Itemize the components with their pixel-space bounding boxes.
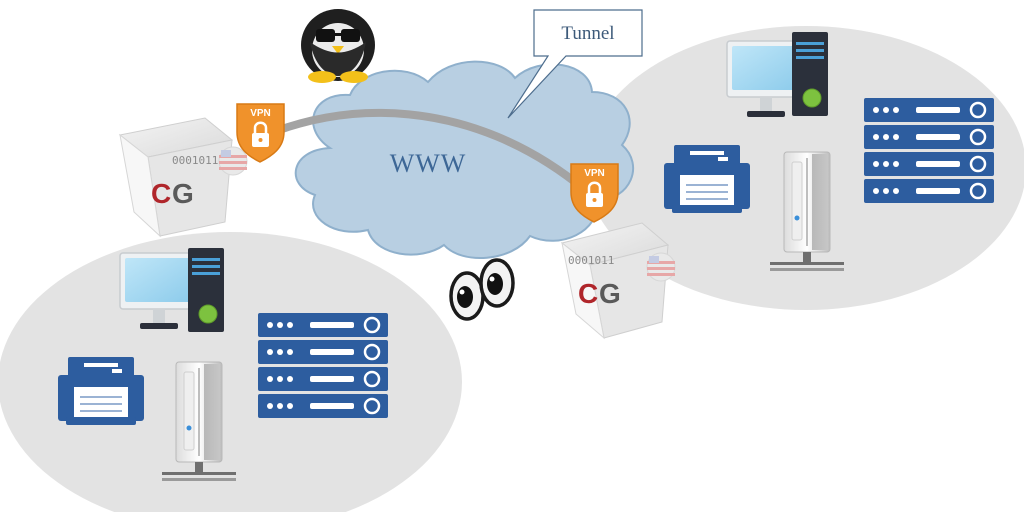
printer-icon [57, 356, 145, 426]
gateway-binary-text: 0001011 [568, 254, 614, 267]
cloud-label: WWW [390, 149, 467, 178]
logo-letter-g: G [599, 278, 621, 309]
vpn-label: VPN [250, 108, 271, 119]
flag-icon [218, 146, 248, 176]
penguin-icon [301, 9, 375, 83]
flag-icon [646, 252, 676, 282]
pc-tower-icon [187, 247, 225, 333]
callout-box [507, 9, 643, 119]
right-gateway-cube: 0001011 C G [560, 222, 676, 340]
gateway-binary-text: 0001011 [172, 154, 218, 167]
vpn-tunnel-line [251, 108, 589, 194]
tunnel-callout: Tunnel [507, 9, 643, 119]
padlock-icon [252, 121, 269, 147]
pc-tower-icon [791, 31, 829, 117]
left-gateway-cube: 0001011 C G [118, 117, 248, 238]
left-network-ellipse [0, 232, 462, 512]
logo-letter-c: C [578, 278, 598, 309]
callout-label: Tunnel [561, 23, 614, 44]
vpn-shield-badge-left: VPN [236, 103, 285, 163]
logo-letter-g: G [172, 178, 194, 209]
printer-icon [663, 144, 751, 214]
internet-cloud: WWW [294, 60, 635, 260]
vpn-shield-badge-right: VPN [570, 163, 619, 223]
padlock-icon [586, 181, 603, 207]
eyes-icon [449, 258, 515, 321]
right-network-zone [586, 26, 1024, 310]
vpn-label: VPN [584, 168, 605, 179]
logo-letter-c: C [151, 178, 171, 209]
left-network-zone [0, 232, 462, 512]
